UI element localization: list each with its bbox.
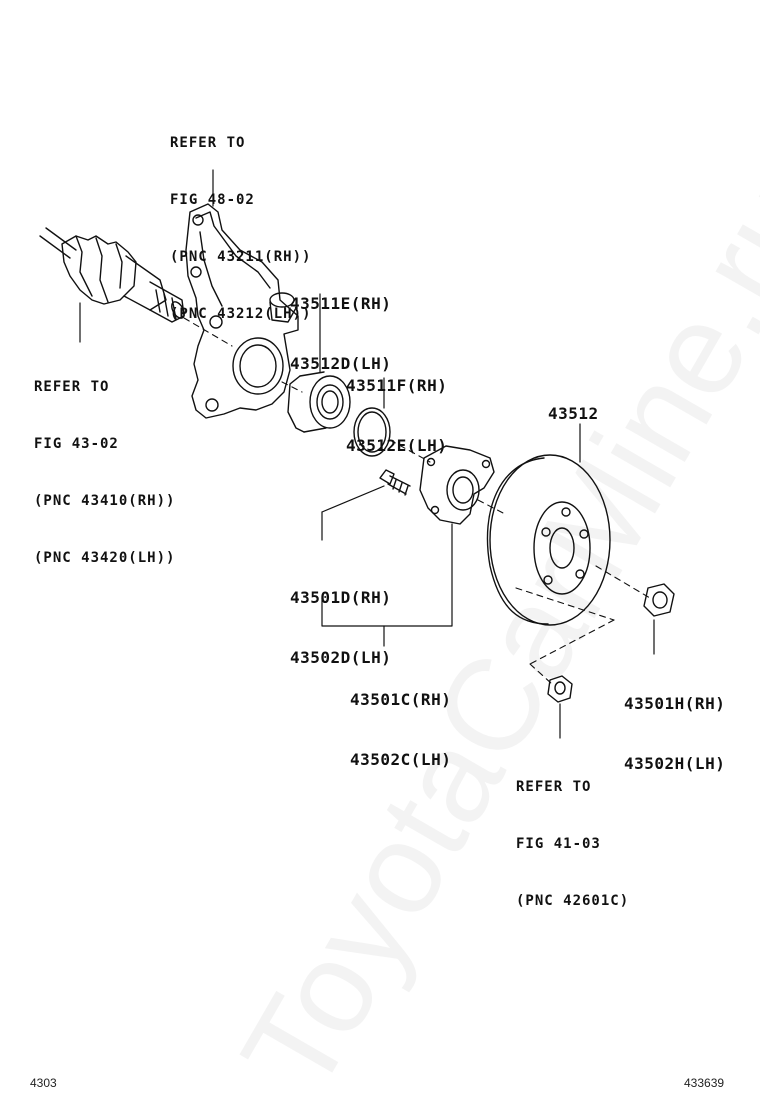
drive-shaft-drawing xyxy=(39,227,185,323)
lug-nut-drawing xyxy=(643,583,675,617)
part-label-hub-bolt: 43501D(RH) 43502D(LH) xyxy=(290,588,392,667)
refer-note-fig-41-03: REFER TO FIG 41-03 (PNC 42601C) xyxy=(516,779,630,909)
axle-hub-drawing xyxy=(419,445,495,525)
leader-lines xyxy=(79,169,655,739)
part-label-axle-hub: 43501C(RH) 43502C(LH) xyxy=(350,690,452,769)
part-label-snap-ring: 43511F(RH) 43512E(LH) xyxy=(346,376,448,455)
part-label-bearing: 43511E(RH) 43512D(LH) xyxy=(290,294,392,373)
hub-bolt-drawing xyxy=(379,469,411,496)
illustration-number: 433639 xyxy=(684,1076,725,1090)
wheel-bearing-drawing xyxy=(287,371,351,433)
part-label-disc: 43512 xyxy=(548,404,599,423)
snap-ring-drawing xyxy=(353,407,391,457)
brake-disc-drawing xyxy=(486,454,611,626)
assembly-axis-lines xyxy=(183,317,651,685)
steering-knuckle-drawing xyxy=(185,203,299,419)
refer-note-fig-48-02: REFER TO FIG 48-02 (PNC 43211(RH)) (PNC … xyxy=(170,135,312,322)
figure-number: 4303 xyxy=(30,1076,57,1090)
small-nut-drawing xyxy=(547,675,573,703)
refer-note-fig-43-02: REFER TO FIG 43-02 (PNC 43410(RH)) (PNC … xyxy=(34,379,176,566)
part-label-lug-nut: 43501H(RH) 43502H(LH) xyxy=(624,694,726,773)
